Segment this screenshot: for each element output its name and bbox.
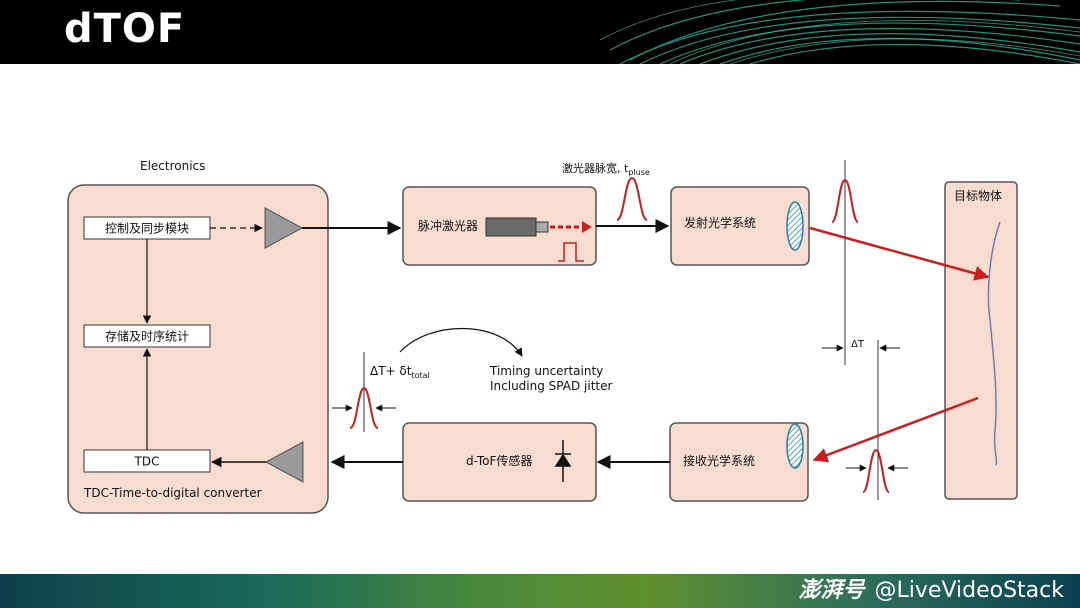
target-box	[944, 181, 1018, 500]
rx-pulse-icon	[862, 448, 890, 493]
timing-uncertainty-line2: Including SPAD jitter	[490, 379, 612, 393]
page-title: dTOF	[64, 6, 186, 52]
dtof-diagram: Electronics 控制及同步模块 存储及时序统计 TDC TDC-Time…	[67, 159, 1018, 514]
brand-logo: 澎湃号	[798, 578, 865, 603]
rx-lens-icon	[786, 423, 804, 469]
timing-curve-arrow	[399, 327, 523, 357]
rx-optics-label: 接收光学系统	[683, 453, 755, 468]
electronics-box	[67, 184, 329, 514]
header-bar: dTOF	[0, 0, 1080, 64]
tx-amplifier-icon	[264, 207, 304, 249]
tx-lens-icon	[786, 201, 804, 251]
control-sync-label: 控制及同步模块	[105, 222, 189, 236]
jitter-pulse-icon	[349, 386, 379, 429]
pulse-width-label: 激光器脉宽, tpluse	[562, 161, 650, 177]
outgoing-ray	[809, 226, 990, 281]
return-ray	[812, 396, 979, 463]
tx-optics-box	[670, 186, 810, 266]
storage-stats-box	[83, 324, 211, 348]
pulse-laser-label: 脉冲激光器	[418, 218, 478, 233]
brand-handle: @LiveVideoStack	[874, 578, 1064, 603]
tx-pulse-icon	[831, 178, 859, 223]
tx-optics-label: 发射光学系统	[684, 215, 756, 230]
footer-brand: 澎湃号 @LiveVideoStack	[799, 574, 1065, 608]
footer-bar	[0, 574, 1080, 608]
electronics-label: Electronics	[140, 159, 205, 173]
laser-beam-arrowhead	[582, 221, 592, 233]
laser-tip-icon	[535, 221, 549, 233]
tdc-label: TDC	[134, 455, 160, 469]
target-surface-line	[987, 221, 1001, 466]
square-pulse-icon	[558, 242, 584, 262]
tdc-caption: TDC-Time-to-digital converter	[83, 486, 262, 500]
delta-t-label: ΔT	[851, 339, 865, 350]
rx-amplifier-icon	[264, 441, 304, 483]
storage-stats-label: 存储及时序统计	[105, 329, 189, 344]
dtof-sensor-label: d-ToF传感器	[466, 453, 532, 468]
photodiode-icon	[554, 440, 572, 482]
emitted-pulse-icon	[616, 176, 648, 221]
timing-uncertainty-line1: Timing uncertainty	[489, 364, 603, 378]
laser-body-icon	[485, 217, 537, 237]
swirl-decoration-icon	[600, 0, 1080, 64]
target-label: 目标物体	[954, 189, 1002, 203]
delta-t-total-label: ΔT+ δttotal	[370, 364, 430, 380]
